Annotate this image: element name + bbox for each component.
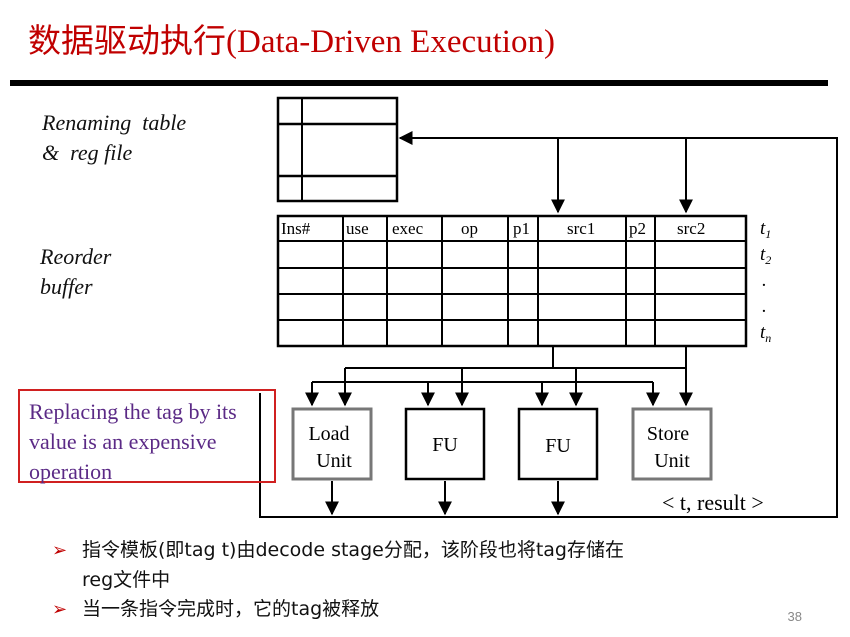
unit-outputs [325,481,565,516]
page-number: 38 [787,609,802,624]
rob-header-src2: src2 [677,219,705,238]
rob-header-p2: p2 [629,219,646,238]
callout-box: Replacing the tag by its value is an exp… [18,389,276,484]
fu-1: FU [404,407,486,481]
store-unit: Store Unit [631,407,713,481]
row-tag-dot-1: . [762,270,767,291]
bullet-arrow-icon: ➢ [52,599,68,620]
bullet-list: ➢ 指令模板(即tag t)由decode stage分配，该阶段也将tag存储… [52,535,772,625]
row-tag-1: t1 [760,218,771,241]
row-tag-dot-2: . [762,296,767,317]
fu-2: FU [517,407,599,481]
reorder-buffer-table: Ins# use exec op p1 src1 p2 src2 [276,214,748,348]
bullet-text: 指令模板(即tag t)由decode stage分配，该阶段也将tag存储在 [82,539,624,561]
bullet-item: ➢ 指令模板(即tag t)由decode stage分配，该阶段也将tag存储… [52,535,772,566]
rob-row-tags: t1 t2 . . tn [760,218,771,345]
svg-text:FU: FU [545,435,571,457]
result-label: < t, result > [662,490,764,515]
rob-header-use: use [346,219,369,238]
load-unit: Load Unit [291,407,373,481]
rob-header-src1: src1 [567,219,595,238]
callout-text: Replacing the tag by its value is an exp… [29,399,237,484]
svg-text:FU: FU [432,434,458,456]
svg-text:Store: Store [647,423,689,445]
rob-header-exec: exec [392,219,424,238]
svg-text:Unit: Unit [654,450,690,472]
bullet-continuation: reg文件中 [82,569,171,591]
title-divider [10,80,828,86]
renaming-table [276,96,399,203]
row-tag-n: tn [760,322,771,345]
svg-text:Unit: Unit [316,450,352,472]
row-tag-2: t2 [760,244,771,267]
svg-text:Load: Load [308,423,349,445]
bullet-arrow-icon: ➢ [52,540,68,561]
rob-header-op: op [461,219,478,238]
rob-header-ins: Ins# [281,219,311,238]
renaming-table-label: Renaming table & reg file [42,110,187,165]
slide-title: 数据驱动执行(Data-Driven Execution) [28,24,555,60]
bullet-text: 当一条指令完成时，它的tag被释放 [82,598,380,620]
result-bus [259,131,838,518]
bullet-item: ➢ 当一条指令完成时，它的tag被释放 [52,594,772,625]
rob-header-p1: p1 [513,219,530,238]
dispatch-bus [305,346,693,407]
reorder-buffer-label: Reorder buffer [40,244,112,299]
